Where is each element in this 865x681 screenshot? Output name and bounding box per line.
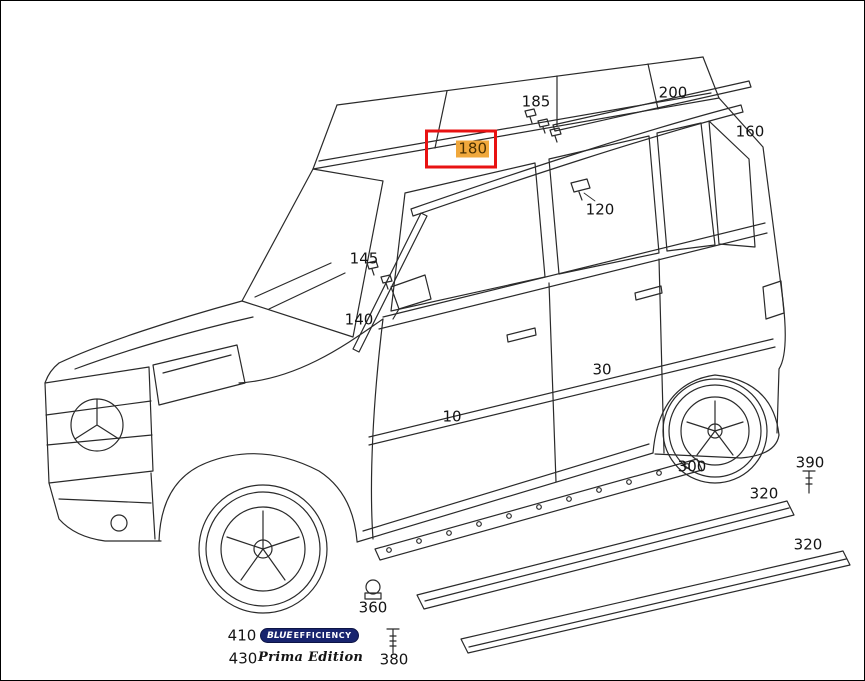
side-mirror (390, 274, 432, 320)
mercedes-star-emblem (70, 398, 124, 452)
part-number-label: 430 (228, 649, 258, 668)
screw-390 (802, 470, 816, 494)
part-callout-430[interactable]: 430 (228, 649, 259, 668)
door-handles (506, 285, 663, 343)
part-number-label: 410 (227, 626, 257, 645)
part-callout-200[interactable]: 200 (658, 83, 689, 102)
part-callout-380[interactable]: 380 (379, 650, 410, 669)
part-callout-360[interactable]: 360 (358, 598, 389, 617)
clip-120 (570, 178, 596, 202)
front-grille (44, 366, 154, 484)
rear-wheel (652, 374, 780, 484)
part-callout-160[interactable]: 160 (735, 122, 766, 141)
clip-group-185 (524, 108, 562, 143)
front-bumper (48, 472, 162, 542)
part-number-label: 380 (379, 650, 409, 669)
part-number-label: 10 (442, 407, 462, 426)
roof-strip-200 (552, 80, 752, 132)
screw-380 (386, 628, 400, 654)
sill-strip-300 (374, 458, 703, 561)
clamp-360 (364, 579, 382, 600)
part-number-label: 390 (795, 453, 825, 472)
part-callout-410[interactable]: 410 (227, 626, 258, 645)
part-number-label: 360 (358, 598, 388, 617)
part-callout-320[interactable]: 320 (793, 535, 824, 554)
part-number-label: 30 (592, 360, 612, 379)
headlight (152, 344, 246, 406)
part-number-label: 120 (585, 200, 615, 219)
side-molding-strip-30 (368, 338, 776, 446)
part-callout-320[interactable]: 320 (749, 484, 780, 503)
part-number-label: 160 (735, 122, 765, 141)
part-number-label: 185 (521, 92, 551, 111)
body-side (238, 222, 768, 543)
part-number-label: 145 (349, 249, 379, 268)
part-callout-300[interactable]: 300 (677, 457, 708, 476)
part-callout-10[interactable]: 10 (441, 407, 462, 426)
part-number-label: 320 (793, 535, 823, 554)
running-board-320-lower (460, 550, 851, 654)
part-number-label: 140 (344, 310, 374, 329)
running-board-320-upper (416, 500, 795, 610)
windshield (241, 168, 384, 338)
part-callout-145[interactable]: 145 (349, 249, 380, 268)
roof-molding-strip-180-160 (410, 104, 744, 217)
prima-edition-badge: Prima Edition (258, 650, 364, 665)
part-callout-140[interactable]: 140 (344, 310, 375, 329)
part-number-label: 300 (677, 457, 707, 476)
clip-group-145 (366, 260, 393, 290)
part-number-label: 200 (658, 83, 688, 102)
blue-efficiency-badge-suffix: EFFICIENCY (293, 631, 352, 640)
front-wheel (158, 453, 358, 614)
part-callout-30[interactable]: 30 (591, 360, 612, 379)
rear-body (654, 97, 786, 459)
a-pillar-strip-140 (352, 212, 428, 353)
part-callout-185[interactable]: 185 (521, 92, 552, 111)
hood (44, 300, 254, 384)
blue-efficiency-badge: BLUE EFFICIENCY (260, 628, 359, 643)
part-callout-120[interactable]: 120 (585, 200, 616, 219)
part-number-label: 320 (749, 484, 779, 503)
part-callout-180[interactable]: 180 (425, 129, 497, 169)
part-callout-390[interactable]: 390 (795, 453, 826, 472)
blue-efficiency-badge-prefix: BLUE (267, 630, 293, 641)
part-number-label: 180 (456, 139, 489, 158)
